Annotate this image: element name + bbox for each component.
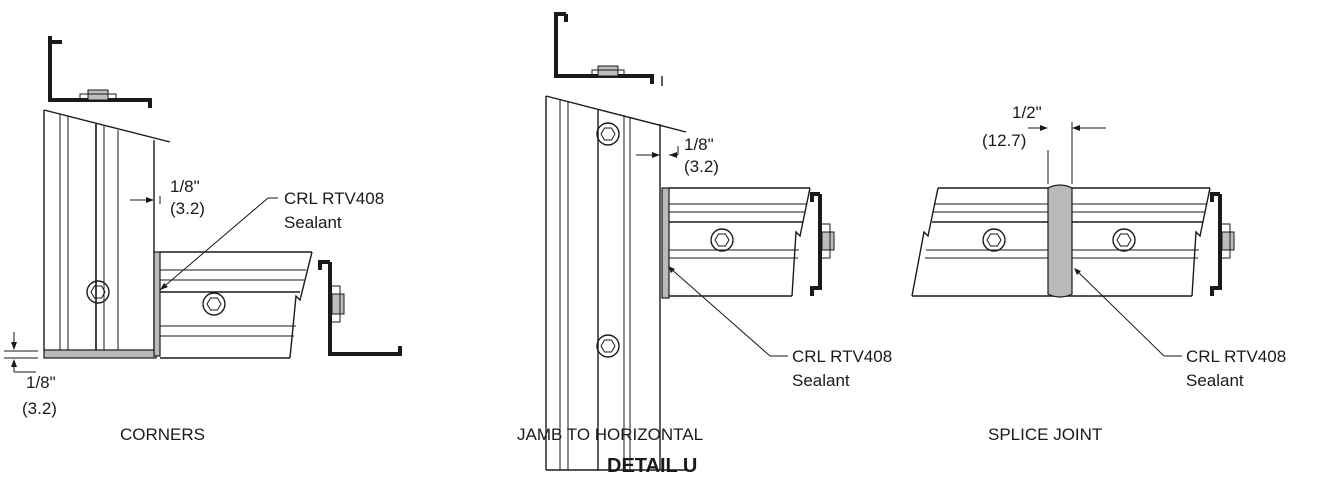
jamb-horizontal-member <box>669 187 811 297</box>
corners-caption: CORNERS <box>120 425 205 444</box>
jamb-sealant-line2: Sealant <box>792 371 850 390</box>
corners-sealant-callout: CRL RTV408 Sealant <box>159 189 384 291</box>
corners-gap-bottom-mm-label: (3.2) <box>22 399 57 418</box>
corners-bottom-sealant <box>43 349 157 359</box>
corners-right-profile <box>318 260 402 356</box>
corners-top-profile <box>48 36 152 108</box>
jamb-caption: JAMB TO HORIZONTAL <box>517 425 703 444</box>
splice-sealant <box>1047 184 1073 298</box>
jamb-top-profile <box>554 12 663 86</box>
jamb-gap-mm-label: (3.2) <box>684 157 719 176</box>
jamb-vertical-member <box>545 95 687 471</box>
jamb-sealant <box>661 187 670 299</box>
jamb-sealant-callout: CRL RTV408 Sealant <box>668 266 892 390</box>
corners-sealant-line2: Sealant <box>284 213 342 232</box>
splice-right-profile <box>1210 192 1235 296</box>
splice-sealant-line2: Sealant <box>1186 371 1244 390</box>
jamb-detail: 1/8" (3.2) CRL RTV408 Sealant JAMB TO HO… <box>517 12 892 471</box>
jamb-right-profile <box>810 192 835 296</box>
corners-gap-top-label: 1/8" <box>170 177 200 196</box>
corners-top-dimension: 1/8" (3.2) <box>130 177 205 218</box>
detail-title: DETAIL U <box>607 455 697 477</box>
splice-detail: 1/2" (12.7) CRL RTV408 Sealant SPLICE JO… <box>911 103 1286 444</box>
splice-caption: SPLICE JOINT <box>988 425 1102 444</box>
corners-detail: 1/8" (3.2) 1/8" (3.2) CRL RTV408 Sealant… <box>4 36 402 444</box>
corners-jamb-member <box>43 109 171 350</box>
corners-gap-bottom-label: 1/8" <box>26 373 56 392</box>
splice-gap-label: 1/2" <box>1012 103 1042 122</box>
splice-gap-mm-label: (12.7) <box>982 131 1026 150</box>
jamb-sealant-line1: CRL RTV408 <box>792 347 892 366</box>
splice-sealant-line1: CRL RTV408 <box>1186 347 1286 366</box>
corners-bottom-dimension: 1/8" (3.2) <box>4 332 57 418</box>
splice-sealant-callout: CRL RTV408 Sealant <box>1074 268 1286 390</box>
splice-dimension: 1/2" (12.7) <box>982 103 1106 184</box>
corners-gap-top-mm-label: (3.2) <box>170 199 205 218</box>
jamb-dimension: 1/8" (3.2) <box>636 135 719 176</box>
corners-side-sealant <box>153 251 161 357</box>
corners-horizontal-member <box>160 251 313 359</box>
corners-sealant-line1: CRL RTV408 <box>284 189 384 208</box>
jamb-gap-label: 1/8" <box>684 135 714 154</box>
